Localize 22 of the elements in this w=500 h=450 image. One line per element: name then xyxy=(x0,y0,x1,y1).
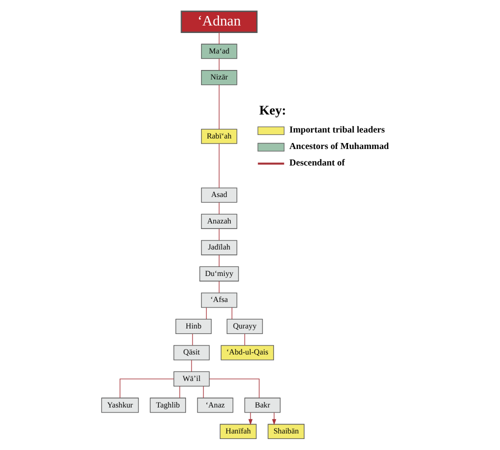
connector xyxy=(120,378,174,398)
arrow xyxy=(248,412,253,426)
legend-label: Important tribal leaders xyxy=(289,124,385,135)
connector xyxy=(244,334,246,346)
connector xyxy=(206,307,207,320)
connector xyxy=(203,386,204,398)
connector xyxy=(218,228,220,241)
connector xyxy=(218,281,220,294)
connector xyxy=(218,202,220,214)
connector xyxy=(218,58,220,71)
connector xyxy=(179,386,180,398)
node-box: ‘Adnan xyxy=(180,10,258,33)
legend-label: Ancestors of Muhammad xyxy=(289,140,389,151)
connector xyxy=(209,378,260,398)
connector xyxy=(191,360,192,372)
connector xyxy=(218,254,220,267)
legend-label: Descendant of xyxy=(289,157,345,168)
connector xyxy=(218,143,220,188)
label: Key: xyxy=(259,102,286,118)
connector xyxy=(218,32,220,44)
connector xyxy=(192,334,193,346)
connector xyxy=(218,84,220,130)
